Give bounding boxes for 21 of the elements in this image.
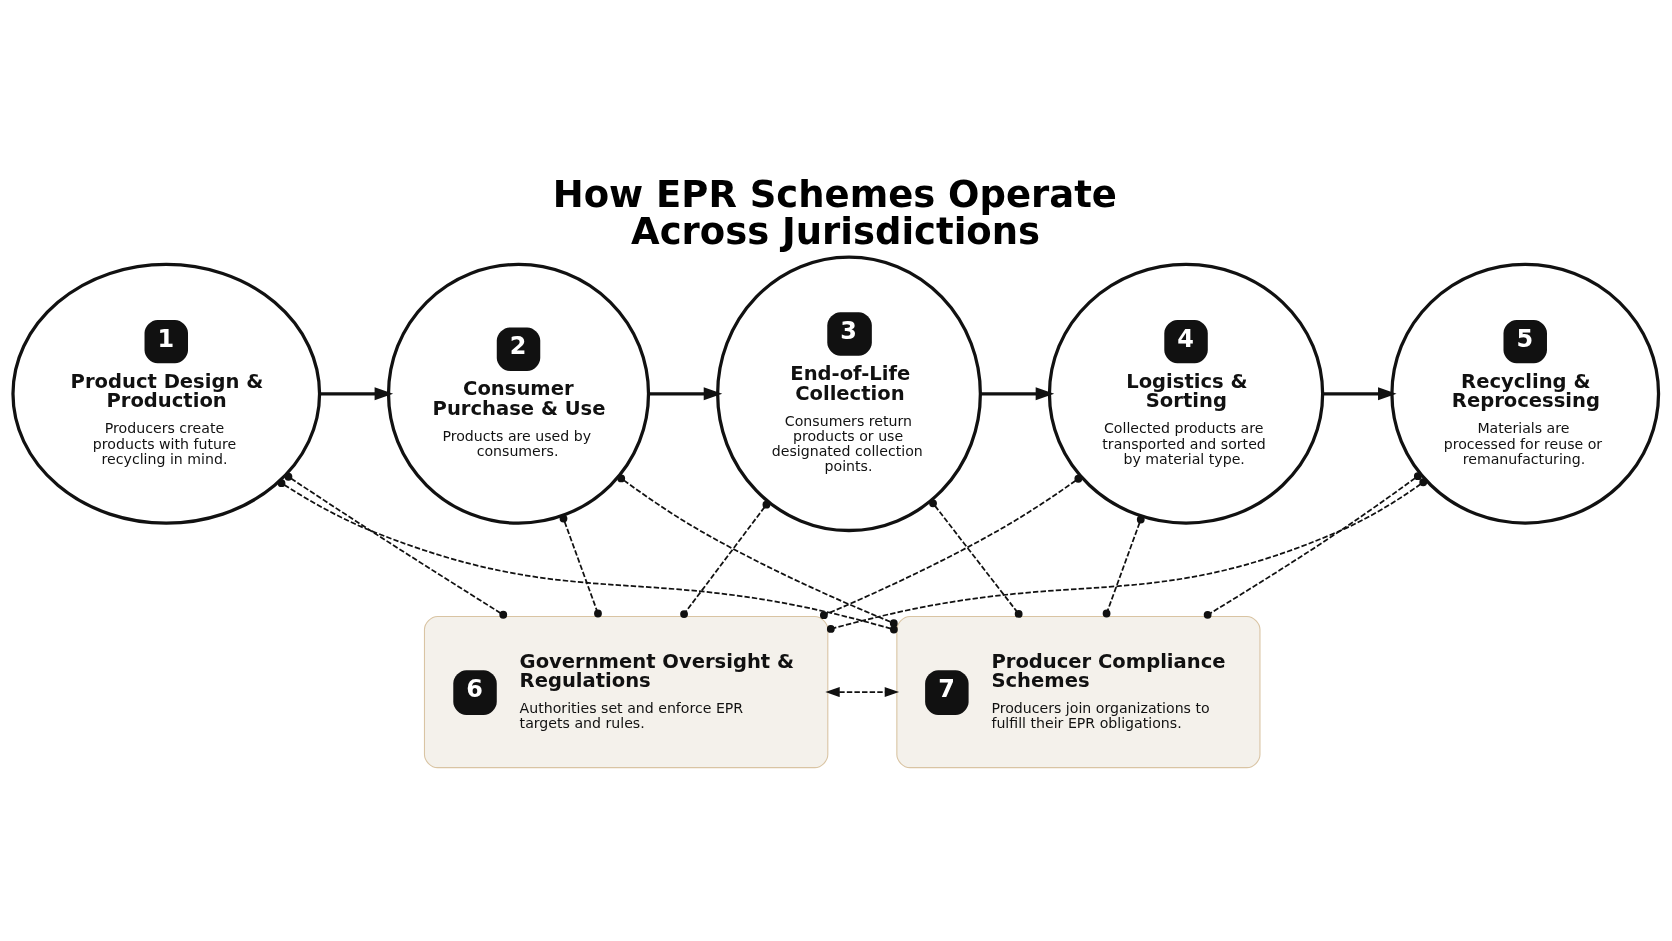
connector (284, 472, 508, 619)
node-box: 7 Producer Compliance Schemes Producers join organizations to fulfill their EPR obligations. (896, 615, 1261, 768)
connector (1203, 471, 1422, 619)
connector (277, 478, 898, 633)
connector (929, 498, 1023, 618)
node-box: 6 Government Oversight & Regulations Authorities set and enforce EPR targets and rules. (423, 615, 829, 768)
node-circle: 3 End-of-Life Collection Consumers return products or use designated collection points. (716, 255, 982, 532)
node-circle: 5 Recycling & Reprocessing Materials are processed for reuse or remanufacturing. (1390, 262, 1661, 525)
arrow (648, 386, 723, 400)
arrow (319, 386, 394, 400)
connector (617, 473, 898, 627)
arrow (1322, 386, 1397, 400)
connector (680, 500, 771, 618)
connector (819, 474, 1083, 619)
arrow (980, 386, 1055, 400)
connector (1102, 515, 1145, 617)
connector (826, 477, 1428, 633)
node-ellipse: 1 Product Design & Production Producers create products with future recycling in mind. (11, 262, 322, 525)
diagram-title: How EPR Schemes Operate Across Jurisdictions (552, 172, 1117, 253)
connector (559, 514, 602, 617)
arrow (825, 686, 900, 697)
